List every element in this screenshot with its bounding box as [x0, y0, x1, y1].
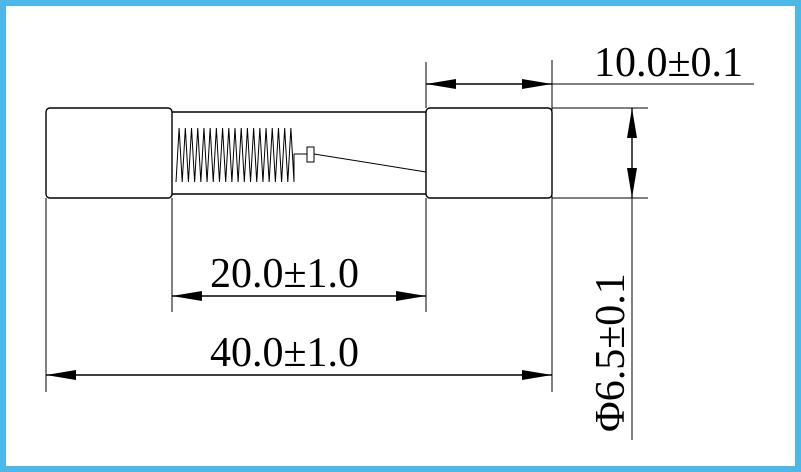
left-end-cap	[45, 107, 173, 199]
cap-length-label: 10.0±0.1	[594, 40, 743, 86]
fuse-spring-element	[175, 127, 295, 183]
dimension-lines	[46, 79, 754, 380]
inner-length-label: 20.0±1.0	[210, 251, 359, 297]
solder-bead	[306, 146, 315, 163]
total-length-label: 40.0±1.0	[210, 330, 359, 376]
extension-lines	[45, 60, 648, 440]
diameter-label: Φ6.5±0.1	[588, 273, 634, 432]
right-end-cap	[425, 107, 553, 199]
fuse-wire	[313, 153, 427, 173]
fuse-drawing: 10.0±0.1 20.0±1.0 40.0±1.0 Φ6.5±0.1	[45, 40, 754, 440]
fuse-body	[45, 107, 553, 199]
